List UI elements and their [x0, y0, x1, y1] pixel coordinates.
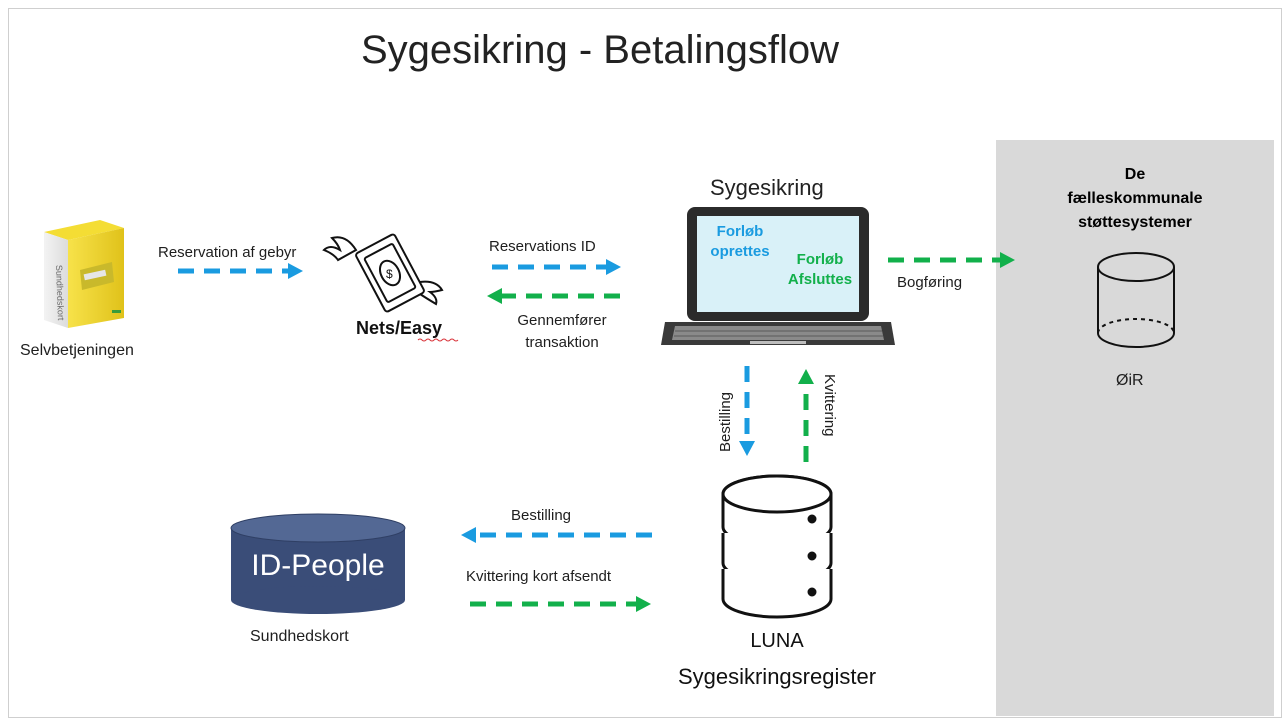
screen-forlob-oprettes: Forløb oprettes [710, 223, 770, 260]
label-oir: ØiR [1116, 372, 1144, 389]
slide-frame [8, 8, 1282, 718]
spellcheck-squiggle [417, 338, 459, 342]
edge-label-bestilling: Bestilling [511, 507, 572, 524]
label-bestilling-vertical: Bestilling [717, 392, 734, 452]
label-luna: LUNA [750, 630, 804, 652]
edge-label-reservations-id: Reservations ID [489, 238, 596, 255]
label-selvbetjeningen: Selvbetjeningen [20, 342, 134, 359]
label-nets-easy: Nets/Easy [356, 318, 443, 338]
label-sundhedskort: Sundhedskort [250, 628, 349, 645]
oir-cylinder-icon [1097, 252, 1175, 348]
edge-label-kvittering-kort: Kvittering kort afsendt [466, 568, 612, 585]
edge-label-gennemforer: Gennemfører [517, 312, 607, 329]
edge-label-bogforing: Bogføring [897, 274, 963, 291]
label-sygesikring: Sygesikring [710, 175, 824, 200]
edge-label-transaktion: transaktion [525, 334, 599, 351]
svg-text:$: $ [386, 267, 393, 281]
luna-database-icon [721, 474, 833, 619]
support-systems-title: De fælleskommunale støttesystemer [1067, 166, 1203, 231]
screen-forlob-afsluttes: Forløb Afsluttes [787, 251, 853, 288]
page-title: Sygesikring - Betalingsflow [361, 28, 839, 72]
idpeople-cylinder-icon [230, 513, 406, 614]
laptop-icon [661, 207, 895, 345]
label-kvittering-vertical: Kvittering [821, 374, 838, 437]
arrow-heads [288, 252, 1015, 612]
flying-money-icon: $ [322, 233, 444, 313]
support-systems-panel [996, 140, 1274, 716]
box-text: Sundhedskort [54, 265, 66, 321]
edge-label-reservation-gebyr: Reservation af gebyr [158, 244, 297, 261]
label-sygesikringsregister: Sygesikringsregister [677, 664, 877, 689]
sundhedskort-box-icon: Sundhedskort [44, 220, 124, 328]
label-id-people: ID-People [251, 549, 385, 582]
